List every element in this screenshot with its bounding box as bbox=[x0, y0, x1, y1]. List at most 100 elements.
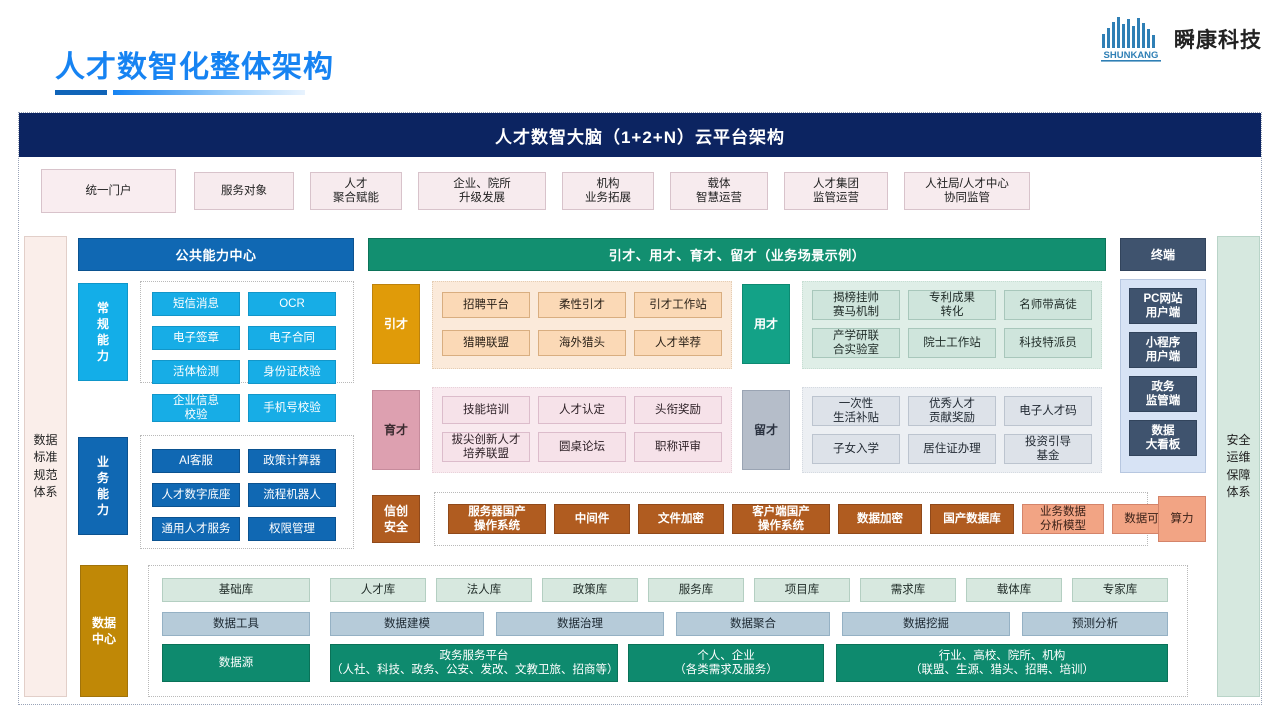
chip-data-source[interactable]: 数据源 bbox=[162, 644, 310, 682]
chip-policy-calculator[interactable]: 政策计算器 bbox=[248, 449, 336, 473]
logo-wordmark: SHUNKANG bbox=[1104, 50, 1159, 61]
chip-data-dashboard[interactable]: 数据大看板 bbox=[1129, 420, 1197, 456]
chip-permission-management[interactable]: 权限管理 bbox=[248, 517, 336, 541]
chip-children-schooling[interactable]: 子女入学 bbox=[812, 434, 900, 464]
pill-hr-bureau[interactable]: 人社局/人才中心协同监管 bbox=[904, 172, 1030, 210]
right-rail-security-ops: 安全 运维 保障 体系 bbox=[1217, 236, 1260, 697]
label-regular-capability: 常规能力 bbox=[78, 283, 128, 381]
chip-mentor-apprentice[interactable]: 名师带高徒 bbox=[1004, 290, 1092, 320]
chip-server-domestic-os[interactable]: 服务器国产操作系统 bbox=[448, 504, 546, 534]
chip-sms[interactable]: 短信消息 bbox=[152, 292, 240, 316]
chip-open-competition[interactable]: 揭榜挂帅赛马机制 bbox=[812, 290, 900, 320]
chip-government-supervision[interactable]: 政务监管端 bbox=[1129, 376, 1197, 412]
chip-top-innovation-alliance[interactable]: 拔尖创新人才培养联盟 bbox=[442, 432, 530, 462]
label-retain-talent: 留才 bbox=[742, 390, 790, 470]
chip-title-award[interactable]: 头衔奖励 bbox=[634, 396, 722, 424]
group-business-capability bbox=[140, 435, 354, 549]
chip-middleware[interactable]: 中间件 bbox=[554, 504, 630, 534]
chip-residence-permit[interactable]: 居住证办理 bbox=[908, 434, 996, 464]
chip-excellent-talent-award[interactable]: 优秀人才贡献奖励 bbox=[908, 396, 996, 426]
pill-enterprise-upgrade[interactable]: 企业、院所升级发展 bbox=[418, 172, 546, 210]
chip-legal-person-repository[interactable]: 法人库 bbox=[436, 578, 532, 602]
label-xinchuang-security: 信创安全 bbox=[372, 495, 420, 543]
chip-computing-power[interactable]: 算力 bbox=[1158, 496, 1206, 542]
label-cultivate-talent: 育才 bbox=[372, 390, 420, 470]
chip-e-seal[interactable]: 电子签章 bbox=[152, 326, 240, 350]
brand-logo: SHUNKANG 瞬康科技 bbox=[1098, 14, 1262, 64]
chip-roundtable-forum[interactable]: 圆桌论坛 bbox=[538, 432, 626, 462]
chip-e-contract[interactable]: 电子合同 bbox=[248, 326, 336, 350]
pill-service-object[interactable]: 服务对象 bbox=[194, 172, 294, 210]
chip-data-modeling[interactable]: 数据建模 bbox=[330, 612, 484, 636]
chip-tech-commissioner[interactable]: 科技特派员 bbox=[1004, 328, 1092, 358]
label-business-capability: 业务能力 bbox=[78, 437, 128, 535]
title-underline-solid bbox=[55, 90, 107, 95]
chip-enterprise-info-verify[interactable]: 企业信息校验 bbox=[152, 394, 240, 422]
chip-client-domestic-os[interactable]: 客户端国产操作系统 bbox=[732, 504, 830, 534]
brand-name: 瞬康科技 bbox=[1174, 29, 1262, 52]
chip-id-verify[interactable]: 身份证校验 bbox=[248, 360, 336, 384]
chip-miniprogram-client[interactable]: 小程序用户端 bbox=[1129, 332, 1197, 368]
chip-general-talent-service[interactable]: 通用人才服务 bbox=[152, 517, 240, 541]
chip-investment-fund[interactable]: 投资引导基金 bbox=[1004, 434, 1092, 464]
chip-attract-workstation[interactable]: 引才工作站 bbox=[634, 292, 722, 318]
label-employ-talent: 用才 bbox=[742, 284, 790, 364]
chip-ai-service[interactable]: AI客服 bbox=[152, 449, 240, 473]
chip-domestic-database[interactable]: 国产数据库 bbox=[930, 504, 1014, 534]
chip-title-review[interactable]: 职称评审 bbox=[634, 432, 722, 462]
chip-phone-verify[interactable]: 手机号校验 bbox=[248, 394, 336, 422]
title-underline-gradient bbox=[113, 90, 305, 95]
service-object-row: 统一门户 服务对象 人才聚合赋能 企业、院所升级发展 机构业务拓展 载体智慧运营… bbox=[19, 169, 1261, 220]
chip-talent-repository[interactable]: 人才库 bbox=[330, 578, 426, 602]
chip-industry-university[interactable]: 行业、高校、院所、机构 （联盟、生源、猎头、招聘、培训） bbox=[836, 644, 1168, 682]
chip-academician-workstation[interactable]: 院士工作站 bbox=[908, 328, 996, 358]
pill-institution-business[interactable]: 机构业务拓展 bbox=[562, 172, 654, 210]
title-underline bbox=[55, 90, 305, 95]
chip-business-data-model[interactable]: 业务数据分析模型 bbox=[1022, 504, 1104, 534]
chip-rpa[interactable]: 流程机器人 bbox=[248, 483, 336, 507]
chip-pc-website-client[interactable]: PC网站用户端 bbox=[1129, 288, 1197, 324]
chip-flexible-attract[interactable]: 柔性引才 bbox=[538, 292, 626, 318]
chip-liveness-detection[interactable]: 活体检测 bbox=[152, 360, 240, 384]
chip-individual-enterprise[interactable]: 个人、企业 （各类需求及服务） bbox=[628, 644, 824, 682]
chip-data-mining[interactable]: 数据挖掘 bbox=[842, 612, 1010, 636]
chip-data-tools[interactable]: 数据工具 bbox=[162, 612, 310, 636]
chip-data-aggregation[interactable]: 数据聚合 bbox=[676, 612, 830, 636]
platform-banner: 人才数智大脑（1+2+N）云平台架构 bbox=[19, 113, 1261, 157]
pill-talent-empower[interactable]: 人才聚合赋能 bbox=[310, 172, 402, 210]
chip-government-service-platform[interactable]: 政务服务平台 （人社、科技、政务、公安、发改、文教卫旅、招商等） bbox=[330, 644, 619, 682]
chip-policy-repository[interactable]: 政策库 bbox=[542, 578, 638, 602]
chip-skill-training[interactable]: 技能培训 bbox=[442, 396, 530, 424]
chip-recruit-platform[interactable]: 招聘平台 bbox=[442, 292, 530, 318]
chip-joint-lab[interactable]: 产学研联合实验室 bbox=[812, 328, 900, 358]
chip-file-encryption[interactable]: 文件加密 bbox=[638, 504, 724, 534]
chip-one-time-subsidy[interactable]: 一次性生活补贴 bbox=[812, 396, 900, 426]
chip-expert-repository[interactable]: 专家库 bbox=[1072, 578, 1168, 602]
chip-e-talent-code[interactable]: 电子人才码 bbox=[1004, 396, 1092, 426]
chip-headhunt-alliance[interactable]: 猎聘联盟 bbox=[442, 330, 530, 356]
page-title: 人才数智化整体架构 bbox=[55, 51, 334, 84]
header-terminal: 终端 bbox=[1120, 238, 1206, 271]
chip-data-encryption[interactable]: 数据加密 bbox=[838, 504, 922, 534]
chip-base-repository[interactable]: 基础库 bbox=[162, 578, 310, 602]
chip-talent-certification[interactable]: 人才认定 bbox=[538, 396, 626, 424]
label-data-center: 数据中心 bbox=[80, 565, 128, 697]
chip-overseas-headhunt[interactable]: 海外猎头 bbox=[538, 330, 626, 356]
chip-predictive-analysis[interactable]: 预测分析 bbox=[1022, 612, 1168, 636]
shunkang-waveform-icon: SHUNKANG bbox=[1101, 17, 1161, 62]
pill-talent-group[interactable]: 人才集团监管运营 bbox=[784, 172, 888, 210]
chip-carrier-repository[interactable]: 载体库 bbox=[966, 578, 1062, 602]
pill-unified-portal[interactable]: 统一门户 bbox=[41, 169, 176, 213]
chip-demand-repository[interactable]: 需求库 bbox=[860, 578, 956, 602]
chip-talent-digital-base[interactable]: 人才数字底座 bbox=[152, 483, 240, 507]
chip-project-repository[interactable]: 项目库 bbox=[754, 578, 850, 602]
architecture-frame bbox=[18, 112, 1262, 705]
chip-ocr[interactable]: OCR bbox=[248, 292, 336, 316]
chip-service-repository[interactable]: 服务库 bbox=[648, 578, 744, 602]
pill-carrier-operation[interactable]: 载体智慧运营 bbox=[670, 172, 768, 210]
chip-data-governance[interactable]: 数据治理 bbox=[496, 612, 664, 636]
chip-patent-transform[interactable]: 专利成果转化 bbox=[908, 290, 996, 320]
group-data-center bbox=[148, 565, 1188, 697]
chip-talent-recommend[interactable]: 人才举荐 bbox=[634, 330, 722, 356]
